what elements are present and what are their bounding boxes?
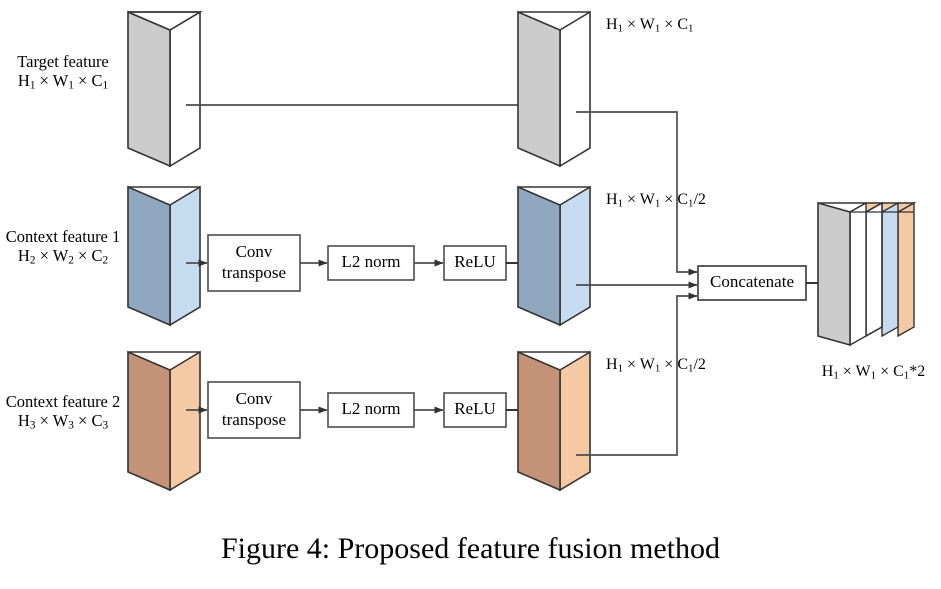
conv-transpose-2-label: Conv transpose [208, 389, 300, 430]
conv-transpose-2-line1: Conv [235, 389, 273, 408]
context-feature-1-name: Context feature 1 [5, 227, 121, 246]
context2-output-dims-label: H1 × W1 × C1/2 [606, 356, 706, 375]
target-output-block [517, 10, 591, 168]
conv-transpose-1-label: Conv transpose [208, 242, 300, 283]
context1-feature-block [127, 185, 201, 327]
target-feature-label: Target feature H1 × W1 × C1 [0, 52, 126, 93]
path-target-to-concat [576, 111, 698, 276]
context1-output-dims-label: H1 × W1 × C1/2 [606, 191, 706, 210]
l2-norm-2-box [327, 392, 415, 428]
relu-2-label: ReLU [454, 399, 496, 418]
fused-output-dims-label: H1 × W1 × C1*2 [821, 363, 926, 382]
context-feature-1-dims: H2 × W2 × C2 [17, 246, 109, 267]
conv-transpose-1-line1: Conv [235, 242, 273, 261]
path-ctx2-to-concat [576, 292, 698, 456]
conv-transpose-1-line2: transpose [221, 262, 287, 282]
context2-output-block [517, 350, 591, 492]
l2-norm-2-label: L2 norm [341, 399, 401, 418]
context1-output-block [517, 185, 591, 327]
target-output-dims-label: H1 × W1 × C1 [606, 16, 694, 35]
relu-1-box [443, 245, 507, 281]
target-feature-name: Target feature [17, 52, 109, 71]
l2-norm-1-label: L2 norm [341, 252, 401, 271]
l2-norm-1-box [327, 245, 415, 281]
conv-transpose-1-box [207, 234, 301, 292]
concatenate-box [697, 265, 807, 301]
figure-caption: Figure 4: Proposed feature fusion method [220, 532, 721, 565]
target-feature-dims: H1 × W1 × C1 [17, 71, 109, 92]
context-feature-2-name: Context feature 2 [5, 392, 121, 411]
context2-feature-block [127, 350, 201, 492]
fused-output-block [817, 201, 917, 347]
context-feature-2-dims: H3 × W3 × C3 [17, 411, 109, 432]
target-feature-block [127, 10, 203, 168]
context-feature-2-label: Context feature 2 H3 × W3 × C3 [0, 392, 126, 433]
context-feature-1-label: Context feature 1 H2 × W2 × C2 [0, 227, 126, 268]
concatenate-label: Concatenate [709, 272, 794, 291]
relu-1-label: ReLU [454, 252, 496, 271]
conv-transpose-2-line2: transpose [221, 409, 287, 429]
conv-transpose-2-box [207, 381, 301, 439]
